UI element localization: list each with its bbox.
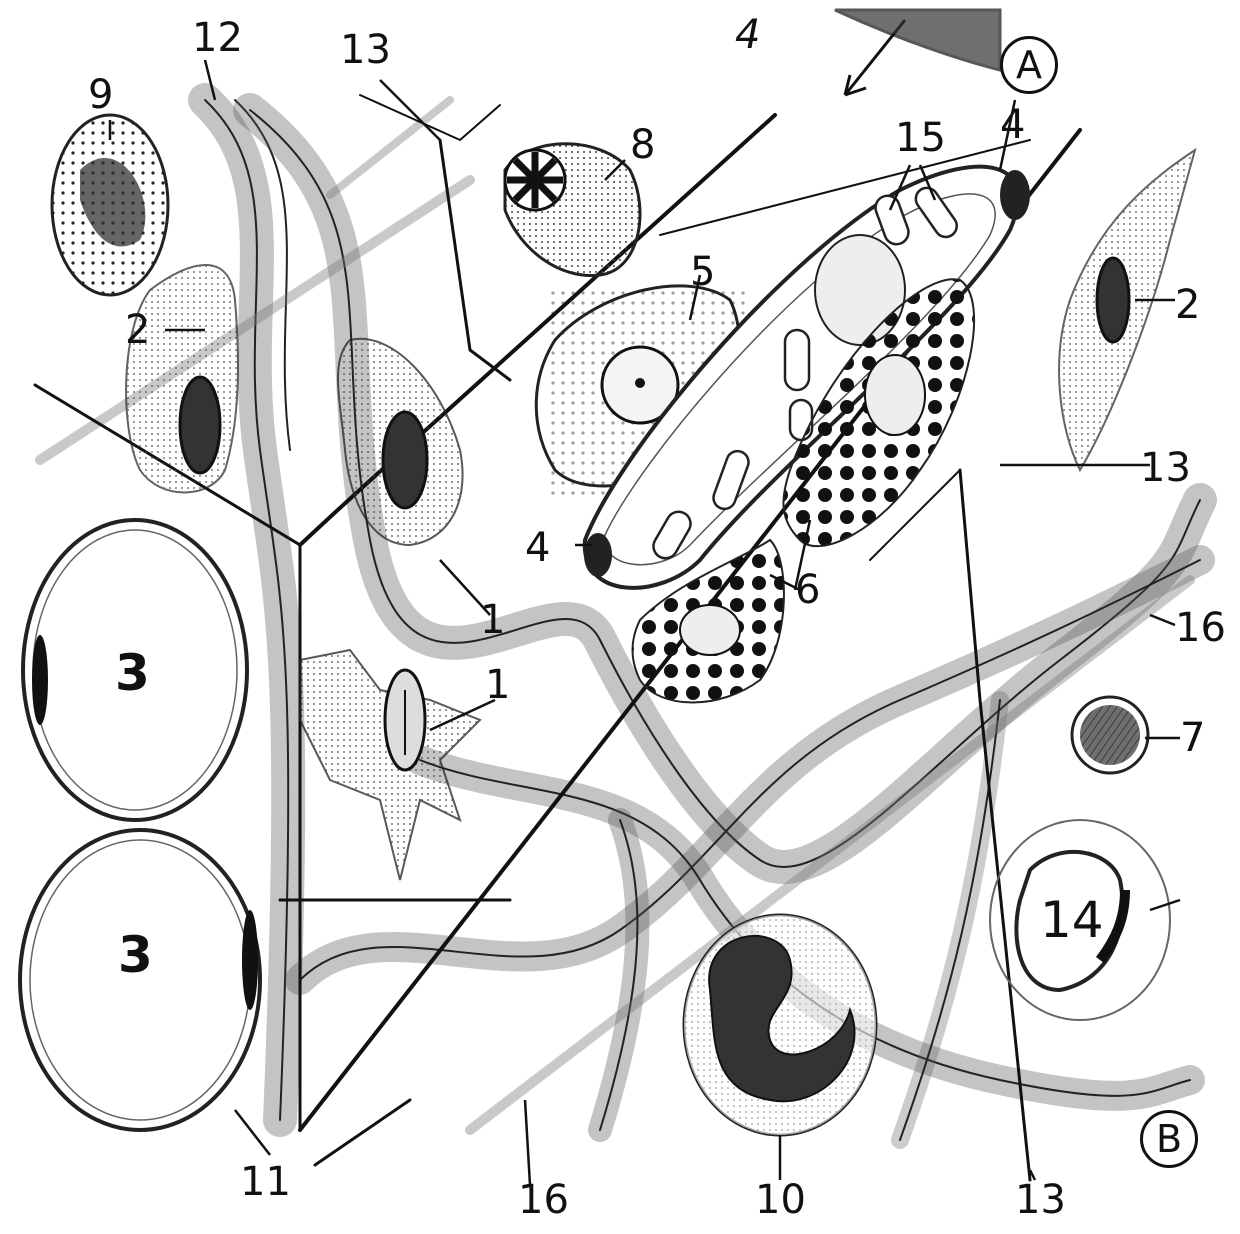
label-4a: 4 — [735, 15, 760, 55]
label-4b: 4 — [1000, 105, 1025, 145]
label-16a: 16 — [1175, 608, 1226, 648]
label-1b: 1 — [480, 600, 505, 640]
marker-b: B — [1140, 1110, 1198, 1168]
label-9: 9 — [88, 75, 113, 115]
label-11: 11 — [240, 1162, 291, 1202]
cell-10 — [684, 915, 876, 1135]
label-7: 7 — [1180, 718, 1205, 758]
label-5: 5 — [690, 252, 715, 292]
label-10: 10 — [755, 1180, 806, 1220]
label-1a: 1 — [485, 665, 510, 705]
fat-cells — [20, 520, 260, 1130]
label-13c: 13 — [1015, 1180, 1066, 1220]
label-12: 12 — [192, 18, 243, 58]
cell-9 — [52, 115, 168, 295]
label-13a: 13 — [340, 30, 391, 70]
label-6: 6 — [795, 570, 820, 610]
label-3a: 3 — [115, 648, 150, 698]
label-4c: 4 — [525, 528, 550, 568]
label-16b: 16 — [518, 1180, 569, 1220]
label-8: 8 — [630, 125, 655, 165]
marker-a: A — [1000, 36, 1058, 94]
label-2b: 2 — [1175, 285, 1200, 325]
label-3b: 3 — [118, 930, 153, 980]
label-14: 14 — [1040, 895, 1104, 945]
label-13b: 13 — [1140, 448, 1191, 488]
cell-7 — [1072, 697, 1148, 773]
label-15: 15 — [895, 118, 946, 158]
section-arrow — [835, 10, 1000, 95]
label-2a: 2 — [125, 310, 150, 350]
